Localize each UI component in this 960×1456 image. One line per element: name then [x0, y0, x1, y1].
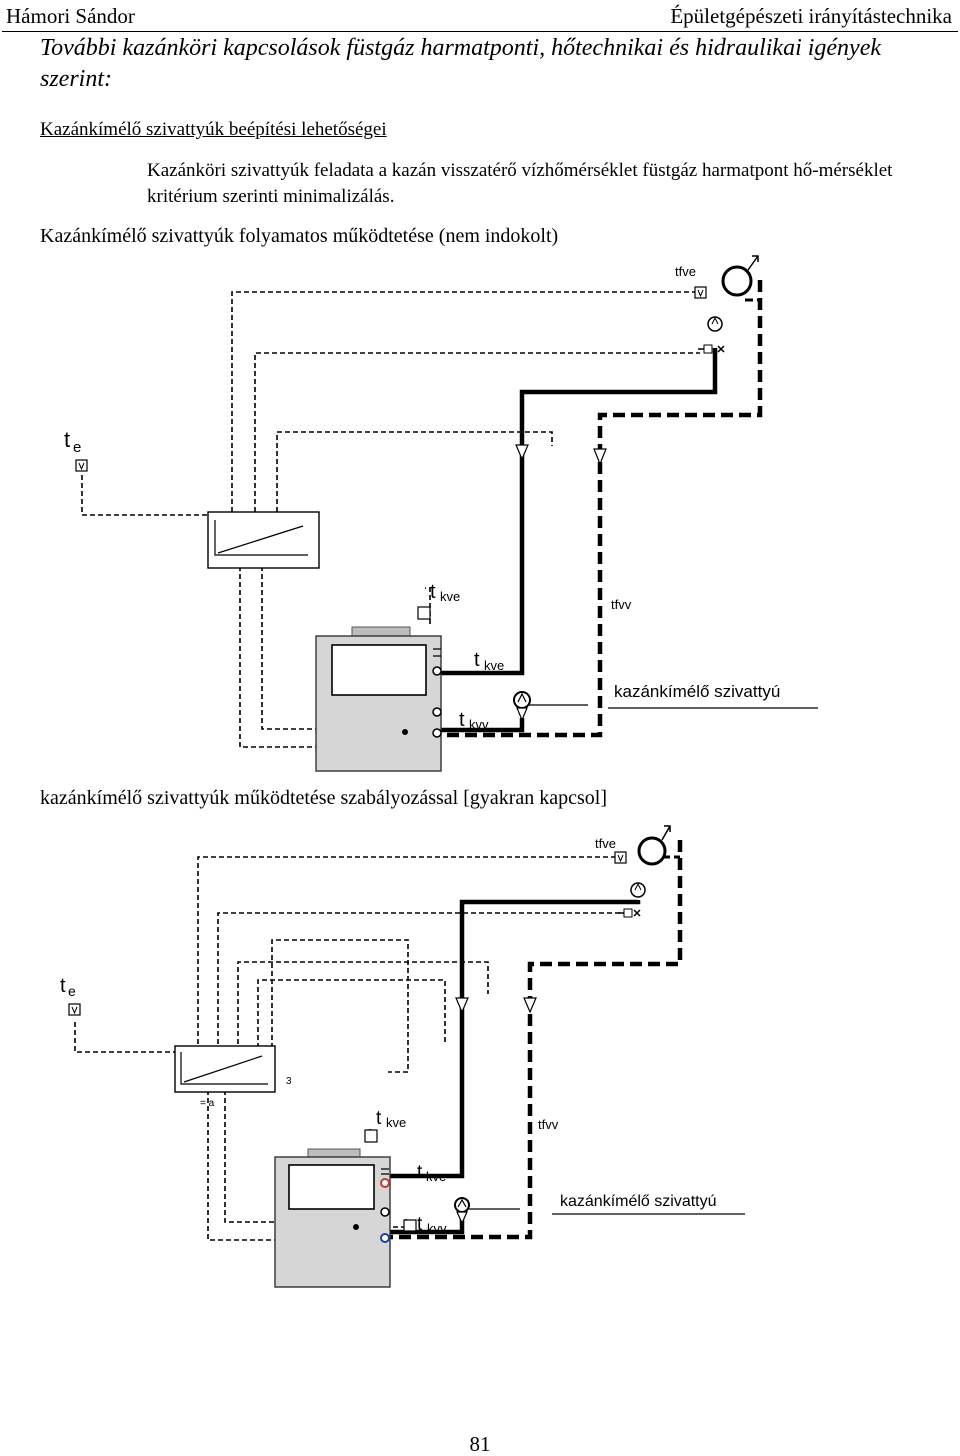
label-tkvv-sub: kvv [469, 717, 489, 732]
label-tfvv: tfvv [611, 597, 632, 612]
heating-circuit-symbol [721, 255, 759, 297]
label-tkve-sub: kve [484, 658, 504, 673]
supply-pipe [441, 348, 718, 676]
boiler-unit [274, 1148, 391, 1288]
label-tkvv-t: t [459, 709, 465, 731]
return-arrow-icon [593, 448, 607, 466]
label-pump: kazánkímélő szivattyú [560, 1193, 717, 1210]
boiler-pump-icon [454, 1197, 470, 1225]
supply-pipe [390, 899, 641, 1179]
supply-branch [390, 1216, 465, 1235]
header-course: Épületgépészeti irányítástechnika [670, 4, 952, 28]
tfve-sensor: tfve [675, 264, 707, 299]
tfve-sensor: tfve [595, 836, 627, 864]
supply-arrow-icon [515, 444, 529, 461]
circuit-pump-icon [707, 316, 723, 332]
figure2-caption: kazánkímélő szivattyúk működtetése szabá… [40, 787, 608, 809]
label-ctrl-mark: 3 [286, 1076, 292, 1087]
label-tkve-upper-t: t [430, 581, 436, 603]
boiler-pump-icon [513, 691, 531, 722]
label-tkve-t: t [474, 649, 480, 671]
intro-paragraph: Kazánköri szivattyúk feladata a kazán vi… [147, 160, 893, 207]
label-tkve-sub: kve [426, 1169, 446, 1184]
tkve-label: t kve [474, 649, 504, 673]
outdoor-sensor: t e [64, 427, 88, 472]
return-pipe [390, 840, 683, 1240]
supply-branch [441, 718, 525, 733]
header-rule [2, 31, 958, 32]
page-number: 81 [469, 1432, 491, 1456]
label-tkve-upper-sub: kve [386, 1115, 406, 1130]
control-wires [74, 856, 630, 1241]
header-author: Hámori Sándor [6, 4, 135, 28]
outdoor-sensor: t e [60, 975, 81, 1016]
label-te-e: e [68, 983, 76, 999]
label-te-e: e [73, 439, 81, 456]
mixing-valve-icon [698, 344, 725, 354]
figure1-caption: Kazánkímélő szivattyúk folyamatos működt… [40, 225, 559, 247]
tkvv-label: t kvv [459, 709, 489, 732]
label-tkvv-t: t [417, 1214, 423, 1235]
label-tfve: tfve [675, 264, 696, 279]
section-title: További kazánköri kapcsolások füstgáz ha… [40, 35, 882, 92]
label-tkve-upper-sub: kve [440, 589, 460, 604]
label-pump: kazánkímélő szivattyú [614, 682, 780, 701]
controller-unit [207, 511, 320, 569]
boiler-unit [315, 626, 442, 772]
mixing-valve-icon [618, 908, 641, 918]
supply-arrow-icon [455, 997, 469, 1014]
label-tfve: tfve [595, 836, 616, 851]
label-te-t: t [60, 975, 66, 997]
label-tkve-t: t [417, 1162, 423, 1183]
circuit-pump-icon [630, 882, 646, 898]
figure1-diagram: t e tfve t kve tfvv [40, 250, 820, 780]
label-tfvv: tfvv [538, 1117, 559, 1132]
return-arrow-icon [523, 997, 537, 1014]
tkvv-sensor: t kvv [403, 1214, 447, 1236]
tkve-label: t kve [417, 1162, 446, 1184]
controller-unit: 3 = a [174, 1045, 292, 1109]
label-dash-mark: = a [200, 1098, 215, 1109]
figure2-diagram: 3 = a t e tfve t kve tfvv [40, 812, 750, 1310]
heating-circuit-symbol [637, 825, 671, 866]
return-pipe [441, 280, 763, 738]
subheading: Kazánkímélő szivattyúk beépítési lehetős… [40, 119, 387, 140]
control-wires [81, 291, 700, 748]
label-tkvv-sub: kvv [427, 1221, 447, 1236]
tkve-upper-sensor: t kve [417, 581, 460, 620]
label-te-t: t [64, 427, 70, 452]
tkve-upper-sensor: t kve [364, 1108, 406, 1143]
label-tkve-upper-t: t [376, 1108, 382, 1129]
